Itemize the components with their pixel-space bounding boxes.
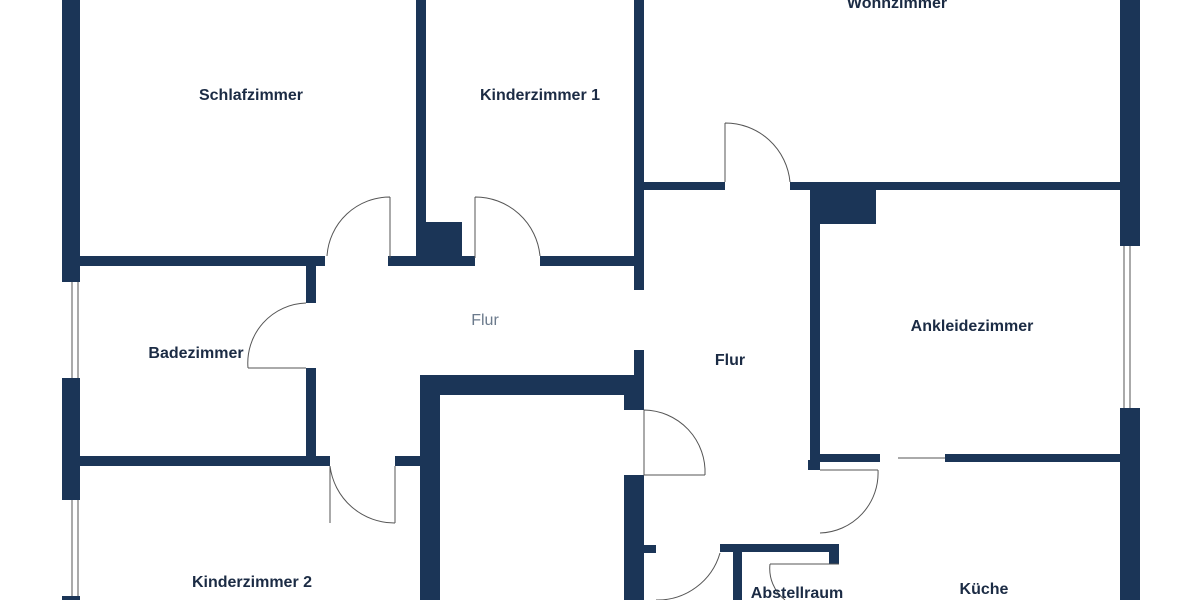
room-label-kueche: Küche bbox=[959, 581, 1009, 598]
doors bbox=[247, 122, 879, 600]
room-label-abstellraum: Abstellraum bbox=[750, 585, 844, 600]
room-label-schlafzimmer: Schlafzimmer bbox=[198, 87, 304, 104]
room-label-ankleidezimmer: Ankleidezimmer bbox=[910, 318, 1034, 335]
room-label-wohnzimmer: Wohnzimmer bbox=[846, 0, 948, 12]
windows bbox=[71, 246, 1131, 596]
room-label-kinderzimmer-1: Kinderzimmer 1 bbox=[479, 87, 601, 104]
room-label-flur-2: Flur bbox=[714, 352, 746, 369]
room-label-kinderzimmer-2: Kinderzimmer 2 bbox=[191, 574, 313, 591]
walls bbox=[62, 0, 1140, 600]
room-label-badezimmer: Badezimmer bbox=[148, 345, 244, 362]
room-label-flur: Flur bbox=[471, 312, 499, 329]
